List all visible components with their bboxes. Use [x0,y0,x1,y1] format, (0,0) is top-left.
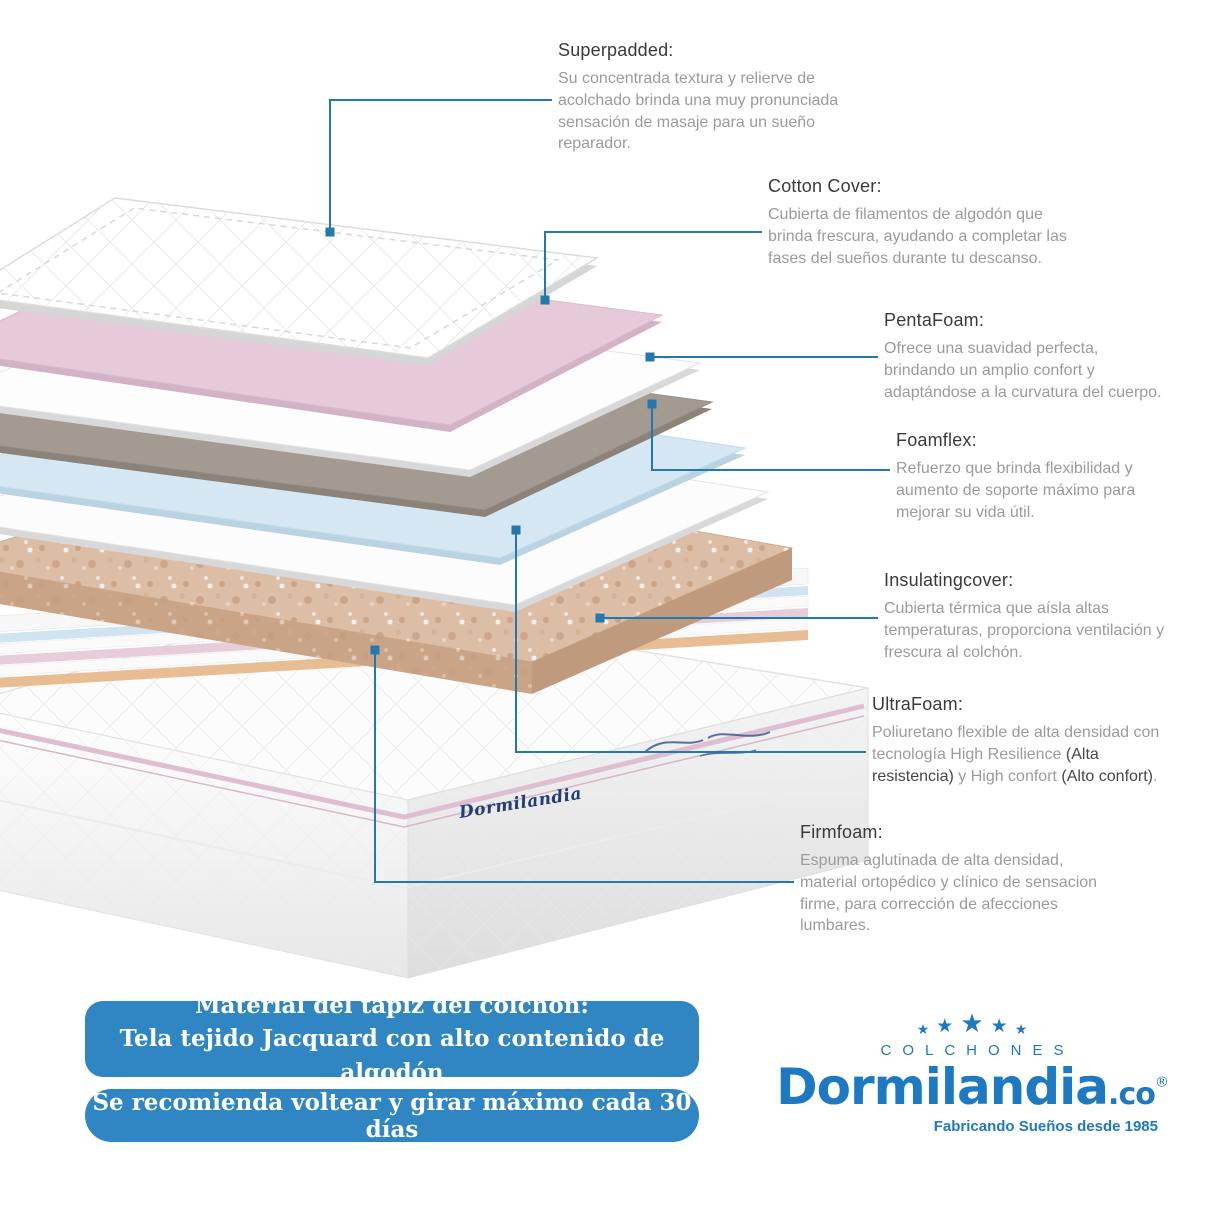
dot-foamflex [647,399,657,409]
callout-superpadded: Superpadded: Su concentrada textura y re… [558,40,890,155]
callout-cotton-cover-desc: Cubierta de filamentos de algodón que br… [768,206,1067,267]
callout-ultrafoam: UltraFoam: Poliuretano flexible de alta … [872,694,1182,787]
dot-cotton-cover [540,295,550,305]
brand-name: Dormilandia.co® [760,1061,1184,1114]
callout-firmfoam-desc: Espuma aglutinada de alta densidad, mate… [800,852,1098,935]
dot-firmfoam [370,645,380,655]
callout-firmfoam: Firmfoam: Espuma aglutinada de alta dens… [800,822,1112,937]
callout-cotton-cover: Cotton Cover: Cubierta de filamentos de … [768,176,1068,269]
callout-pentafoam-title: PentaFoam: [884,310,985,330]
callout-superpadded-desc: Su concentrada textura y relierve de aco… [558,70,839,153]
star-icon: ★ [916,1021,930,1037]
star-icon: ★ [936,1016,954,1037]
leader-foamflex [651,404,890,471]
callout-foamflex-desc: Refuerzo que brinda flexibilidad y aumen… [896,460,1136,521]
leader-superpadded [329,99,552,232]
brand-logo-block: ★ ★ ★ ★ ★ COLCHONES Dormilandia.co® Fabr… [760,1006,1184,1135]
stars-row: ★ ★ ★ ★ ★ [760,1006,1184,1036]
callout-ultrafoam-desc: Poliuretano flexible de alta densidad co… [872,724,1160,785]
leader-cotton-cover [544,231,762,300]
star-icon: ★ [960,1008,984,1038]
callout-pentafoam: PentaFoam: Ofrece una suavidad perfecta,… [884,310,1166,403]
banner-fabric-material: Material del tapiz del colchón: Tela tej… [85,992,699,1086]
callout-firmfoam-title: Firmfoam: [800,822,883,842]
banner-rotation-advice: Se recomienda voltear y girar máximo cad… [85,1088,699,1143]
callout-insulatingcover-desc: Cubierta térmica que aísla altas tempera… [884,600,1165,661]
brand-colchones: COLCHONES [880,1042,1075,1059]
callout-ultrafoam-title: UltraFoam: [872,694,964,714]
callout-foamflex: Foamflex: Refuerzo que brinda flexibilid… [896,430,1188,523]
star-icon: ★ [990,1016,1008,1037]
callout-superpadded-title: Superpadded: [558,40,674,60]
mattress-seam [0,777,865,890]
star-icon: ★ [1014,1021,1028,1037]
brand-tagline: Fabricando Sueños desde 1985 [933,1117,1158,1135]
callout-cotton-cover-title: Cotton Cover: [768,176,882,196]
leader-dots [325,227,657,655]
leader-ultrafoam [515,530,866,753]
registered-mark: ® [1154,1074,1169,1091]
callout-insulatingcover-title: Insulatingcover: [884,570,1014,590]
callout-insulatingcover: Insulatingcover: Cubierta térmica que aí… [884,570,1180,663]
layer-superpadded [0,197,600,366]
callout-foamflex-title: Foamflex: [896,430,977,450]
brand-suffix: .co [1108,1077,1156,1112]
dot-superpadded [325,227,335,237]
callout-pentafoam-desc: Ofrece una suavidad perfecta, brindando … [884,340,1162,401]
mattress-pink-piping [0,703,865,820]
leader-lines [329,99,890,883]
dot-pentafoam [645,352,655,362]
banner-rotation-line: Se recomienda voltear y girar máximo cad… [92,1088,692,1143]
dot-insulatingcover [595,613,605,623]
banner-fabric-line-1: Material del tapiz del colchón: [195,991,589,1019]
banner-fabric-line-2: Tela tejido Jacquard con alto contenido … [119,1025,665,1086]
brand-name-text: Dormilandia [776,1058,1109,1116]
leader-firmfoam [374,650,794,883]
dot-ultrafoam [511,525,521,535]
